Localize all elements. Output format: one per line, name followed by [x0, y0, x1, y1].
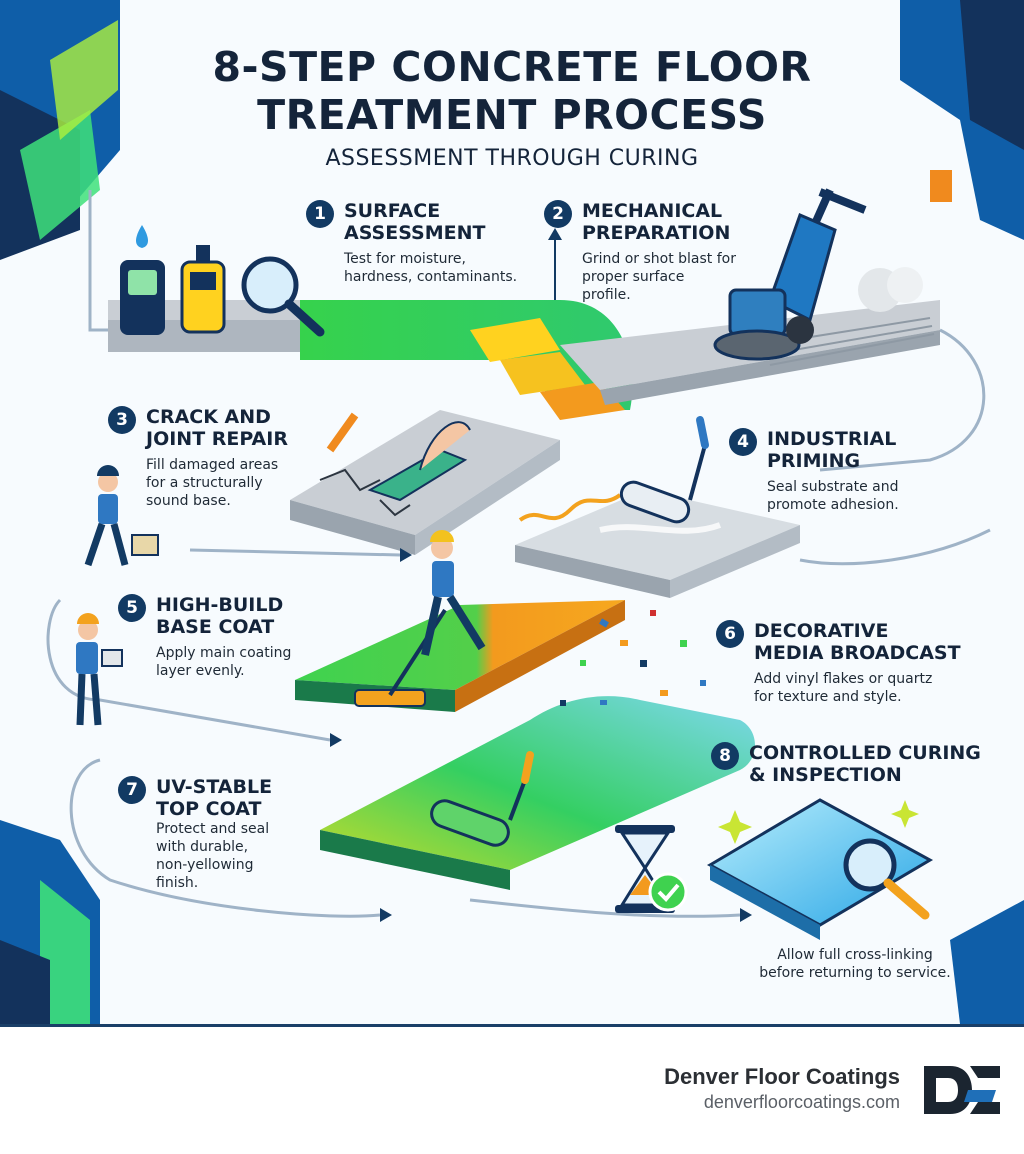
paint-roller-icon [619, 416, 709, 524]
step-title-line2: PREPARATION [582, 222, 731, 244]
slab-crack-repair [290, 410, 560, 555]
step-desc-line1: Seal substrate and [767, 479, 899, 495]
step-title-line1: MECHANICAL [582, 200, 723, 222]
step-desc-line1: Grind or shot blast for [582, 251, 736, 267]
step-title-line2: ASSESSMENT [344, 222, 486, 244]
step-desc-line2: promote adhesion. [767, 497, 899, 513]
step-title-line2: BASE COAT [156, 616, 275, 638]
step-number: 8 [711, 742, 739, 770]
moisture-meter-icon [120, 225, 165, 335]
glossy-floor-sample [706, 798, 934, 940]
step-title-line2: MEDIA BROADCAST [754, 642, 961, 664]
step-number: 3 [108, 406, 136, 434]
step-desc-line1: Apply main coating [156, 645, 292, 661]
step-number: 1 [306, 200, 334, 228]
corner-decoration-bottom-right [950, 900, 1024, 1024]
step-desc-line2: before returning to service. [759, 965, 951, 981]
step-desc-line2: with durable, [156, 839, 249, 855]
step-desc-line2: for texture and style. [754, 689, 902, 705]
slab-priming [515, 416, 800, 598]
step-number: 6 [716, 620, 744, 648]
floor-grinder-icon [713, 188, 923, 361]
step-title-line2: JOINT REPAIR [146, 428, 288, 450]
path-arrows [330, 228, 752, 922]
page-subtitle: ASSESSMENT THROUGH CURING [325, 146, 699, 171]
magnifier-icon [241, 256, 325, 337]
footer-divider [0, 1024, 1024, 1027]
corner-decoration-top-left [0, 0, 120, 260]
step-desc-line1: Allow full cross-linking [777, 947, 933, 963]
step-title-line2: PRIMING [767, 450, 861, 472]
flake-cloud [560, 610, 706, 706]
step-desc-line2: proper surface [582, 269, 685, 285]
step-number: 2 [544, 200, 572, 228]
step-desc-line3: profile. [582, 287, 631, 303]
step-desc-line4: finish. [156, 875, 199, 891]
brand-name: Denver Floor Coatings [664, 1064, 900, 1089]
slab-base-coat [295, 600, 625, 712]
illustration [0, 0, 1024, 1024]
hourglass-icon [615, 825, 688, 913]
step-desc-line1: Test for moisture, [344, 251, 466, 267]
magnifier-icon [843, 838, 930, 920]
step-desc-line3: non-yellowing [156, 857, 254, 873]
brand-logo-icon [924, 1066, 1000, 1114]
page-title-line1: 8-STEP CONCRETE FLOOR [212, 43, 812, 91]
step-number: 5 [118, 594, 146, 622]
step-desc-line2: layer evenly. [156, 663, 245, 679]
step-title-line1: DECORATIVE [754, 620, 889, 642]
step-desc-line2: for a structurally [146, 475, 263, 491]
step-title-line2: & INSPECTION [749, 764, 902, 786]
step-number: 7 [118, 776, 146, 804]
step-desc-line3: sound base. [146, 493, 231, 509]
step-title-line1: INDUSTRIAL [767, 428, 897, 450]
slab-top-coat [320, 696, 755, 890]
paint-roller-icon [430, 751, 534, 847]
hardness-tester-icon [180, 245, 226, 334]
corner-decoration-bottom-left [0, 820, 100, 1024]
step-desc-line1: Protect and seal [156, 821, 270, 837]
step-desc-line2: hardness, contaminants. [344, 269, 518, 285]
step-title-line1: CRACK AND [146, 406, 271, 428]
step-number: 4 [729, 428, 757, 456]
step-title-line1: UV-STABLE [156, 776, 273, 798]
step-title-line1: SURFACE [344, 200, 441, 222]
brand-url[interactable]: denverfloorcoatings.com [703, 1092, 900, 1112]
process-path [46, 190, 991, 918]
step-title-line2: TOP COAT [156, 798, 262, 820]
worker-icon [421, 530, 486, 656]
worker-icon [76, 613, 123, 726]
step-desc-line1: Fill damaged areas [146, 457, 279, 473]
corner-decoration-top-right [900, 0, 1024, 240]
step-title-line1: HIGH-BUILD [156, 594, 284, 616]
step-desc-line1: Add vinyl flakes or quartz [754, 671, 933, 687]
page-title-line2: TREATMENT PROCESS [257, 91, 767, 139]
worker-icon [84, 465, 159, 567]
infographic: 8-STEP CONCRETE FLOOR TREATMENT PROCESS … [0, 0, 1024, 1024]
step-title-line1: CONTROLLED CURING [749, 742, 981, 764]
